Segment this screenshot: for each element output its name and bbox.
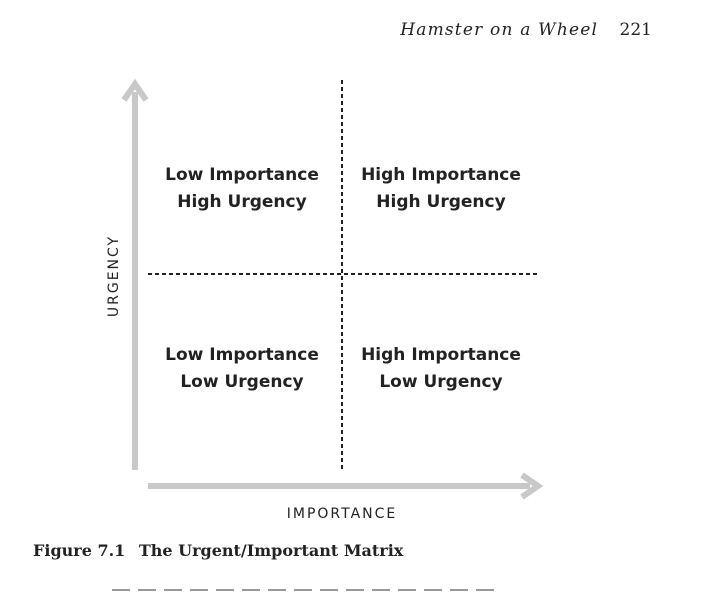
figure-caption: Figure 7.1 The Urgent/Important Matrix	[33, 541, 403, 560]
quadrant-bottom-left-line1: Low Importance	[165, 345, 319, 365]
quadrant-top-right-line2: High Urgency	[376, 192, 505, 212]
running-head: Hamster on a Wheel 221	[400, 20, 652, 40]
quadrant-bottom-left-line2: Low Urgency	[180, 372, 303, 392]
quadrant-bottom-right-line2: Low Urgency	[379, 372, 502, 392]
caption-number: Figure 7.1	[33, 541, 126, 560]
y-axis-arrow	[121, 78, 149, 470]
page-number: 221	[619, 20, 652, 40]
cut-off-text-line	[112, 588, 502, 592]
quadrant-top-left-line1: Low Importance	[165, 165, 319, 185]
quadrant-bottom-right-line1: High Importance	[361, 345, 521, 365]
x-axis-arrow	[148, 472, 544, 500]
x-axis-label: IMPORTANCE	[287, 506, 398, 522]
quadrant-top-left-line2: High Urgency	[177, 192, 306, 212]
y-axis-label: URGENCY	[106, 235, 122, 317]
quadrant-top-right-line1: High Importance	[361, 165, 521, 185]
caption-title: The Urgent/Important Matrix	[138, 541, 404, 560]
running-title: Hamster on a Wheel	[400, 20, 599, 40]
